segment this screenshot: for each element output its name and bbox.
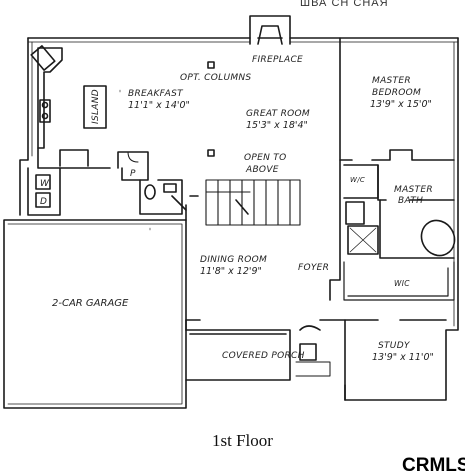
island-label: ISLAND — [91, 89, 101, 124]
header-cut-text: ШВА СН СНАЯ — [300, 0, 389, 9]
tub — [420, 219, 456, 257]
master-bedroom-dims: 13'9" x 15'0" — [370, 99, 432, 110]
covered-porch — [185, 329, 317, 381]
pantry-wall — [117, 151, 149, 181]
master-wic-lower — [343, 261, 455, 301]
dining-room-name: DINING ROOM — [200, 255, 267, 265]
study-name: STUDY — [378, 341, 411, 351]
kitchen-counter — [37, 47, 63, 149]
master-bedroom-name-2: BEDROOM — [372, 88, 421, 98]
master-bath-2: BATH — [398, 196, 423, 206]
covered-porch-label: COVERED PORCH — [222, 351, 305, 361]
opt-columns-label: OPT. COLUMNS — [180, 73, 251, 83]
range-symbol — [30, 45, 56, 71]
breakfast-name: BREAKFAST — [128, 89, 184, 99]
column-marker — [207, 61, 215, 69]
floor-caption: 1st Floor — [212, 431, 273, 450]
wic-lower-label: WIC — [394, 279, 410, 288]
staircase — [205, 179, 301, 226]
laundry-room — [27, 167, 61, 216]
open-to-above-1: OPEN TO — [244, 153, 286, 163]
dryer-label: D — [40, 197, 47, 207]
watermark: CRMLS — [402, 455, 465, 475]
wic-upper-label: W/C — [350, 176, 365, 184]
garage-walls — [3, 219, 187, 409]
great-room-dims: 15'3" x 18'4" — [246, 120, 308, 131]
sink-symbol — [39, 99, 51, 123]
fireplace-label: FIREPLACE — [252, 55, 303, 65]
washer-label: W — [40, 179, 50, 189]
master-bedroom-name-1: MASTER — [372, 76, 411, 86]
dining-room-dims: 11'8" x 12'9" — [200, 266, 262, 277]
master-bedroom-wall — [339, 37, 455, 161]
open-to-above-2: ABOVE — [245, 165, 279, 175]
study-dims: 13'9" x 11'0" — [372, 352, 434, 363]
kitchen-lower-wall — [37, 147, 111, 169]
column-marker — [207, 149, 215, 157]
exterior-wall-left — [19, 37, 29, 216]
pantry-label: P — [130, 169, 136, 179]
garage-door-step — [171, 195, 187, 211]
kitchen-island — [83, 85, 107, 129]
master-bath-wall — [377, 164, 455, 201]
breakfast-dims: 11'1" x 14'0" — [128, 100, 190, 111]
powder-room — [139, 179, 183, 215]
fireplace-symbol — [249, 15, 291, 45]
study-walls — [344, 319, 447, 401]
foyer-label: FOYER — [298, 263, 329, 273]
shower — [347, 225, 379, 255]
bath-vanity — [345, 201, 365, 225]
garage-label: 2-CAR GARAGE — [52, 298, 129, 309]
great-room-name: GREAT ROOM — [246, 109, 310, 119]
master-bath-1: MASTER — [394, 185, 433, 195]
